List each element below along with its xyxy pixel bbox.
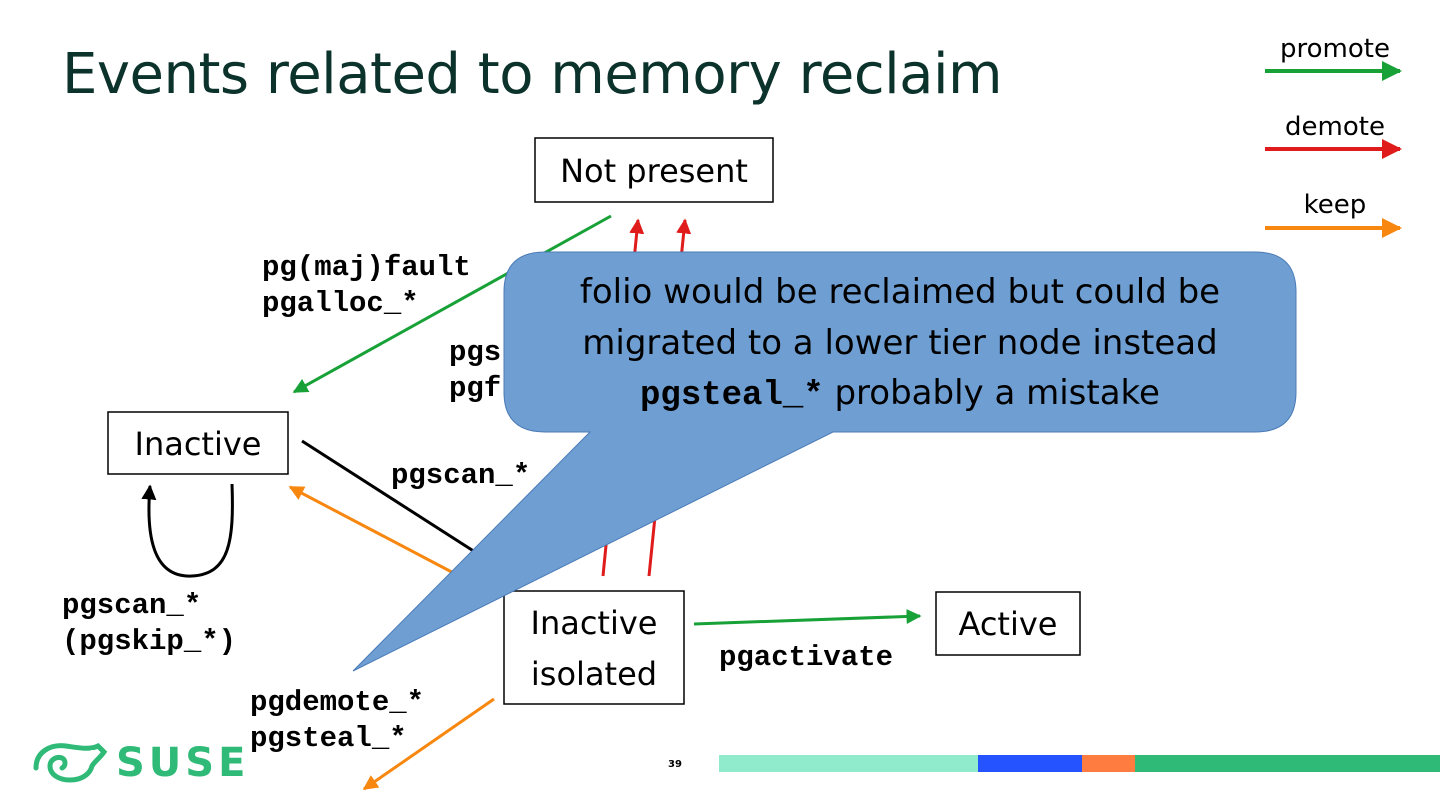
- label-demote-1: pgdemote_*: [250, 686, 424, 719]
- label-scan-to-isolated: pgscan_*: [391, 459, 530, 492]
- callout-bubble: [352, 251, 1297, 672]
- label-steal-2: pgf: [449, 372, 501, 405]
- suse-wordmark: SUSE: [116, 740, 249, 786]
- suse-logo: SUSE: [33, 740, 249, 786]
- label-steal-1: pgs: [449, 336, 501, 369]
- callout-line-2: migrated to a lower tier node instead: [582, 323, 1217, 363]
- state-not-present-box: [534, 137, 774, 203]
- label-self-loop-2: (pgskip_*): [62, 625, 236, 658]
- legend-keep-label: keep: [1304, 190, 1367, 220]
- slide-title: Events related to memory reclaim: [62, 42, 1003, 107]
- label-self-loop-1: pgscan_*: [62, 589, 201, 622]
- page-number: 39: [668, 759, 682, 770]
- footer-color-bar: [719, 755, 1440, 772]
- state-inactive-box: [107, 411, 289, 475]
- state-not-present-label: Not present: [560, 152, 748, 190]
- callout-line-3: pgsteal_* probably a mistake: [640, 373, 1160, 415]
- state-inactive-isolated-box: [503, 590, 685, 705]
- callout-code: pgsteal_*: [640, 377, 824, 415]
- state-inactive-isolated-label-1: Inactive: [531, 604, 658, 642]
- arrow-demote-out: [362, 697, 495, 791]
- legend-demote-label: demote: [1285, 112, 1385, 142]
- callout-line-3-rest: probably a mistake: [824, 373, 1160, 413]
- chameleon-icon: [33, 742, 108, 783]
- callout-line-1: folio would be reclaimed but could be: [580, 272, 1220, 312]
- state-active-label: Active: [959, 605, 1058, 643]
- label-fault-1: pg(maj)fault: [262, 251, 471, 284]
- arrow-inactive-self-loop: [141, 483, 234, 578]
- arrow-isolated-to-active: [693, 608, 922, 626]
- state-active-box: [935, 591, 1081, 656]
- label-fault-2: pgalloc_*: [262, 287, 419, 320]
- label-demote-2: pgsteal_*: [250, 722, 407, 755]
- arrow-scan-to-isolated: [301, 439, 502, 570]
- state-inactive-label: Inactive: [135, 425, 262, 463]
- arrow-fault-to-inactive: [292, 214, 612, 394]
- legend-promote-label: promote: [1280, 34, 1390, 64]
- state-inactive-isolated-label-2: isolated: [531, 655, 657, 693]
- label-activate: pgactivate: [719, 641, 893, 674]
